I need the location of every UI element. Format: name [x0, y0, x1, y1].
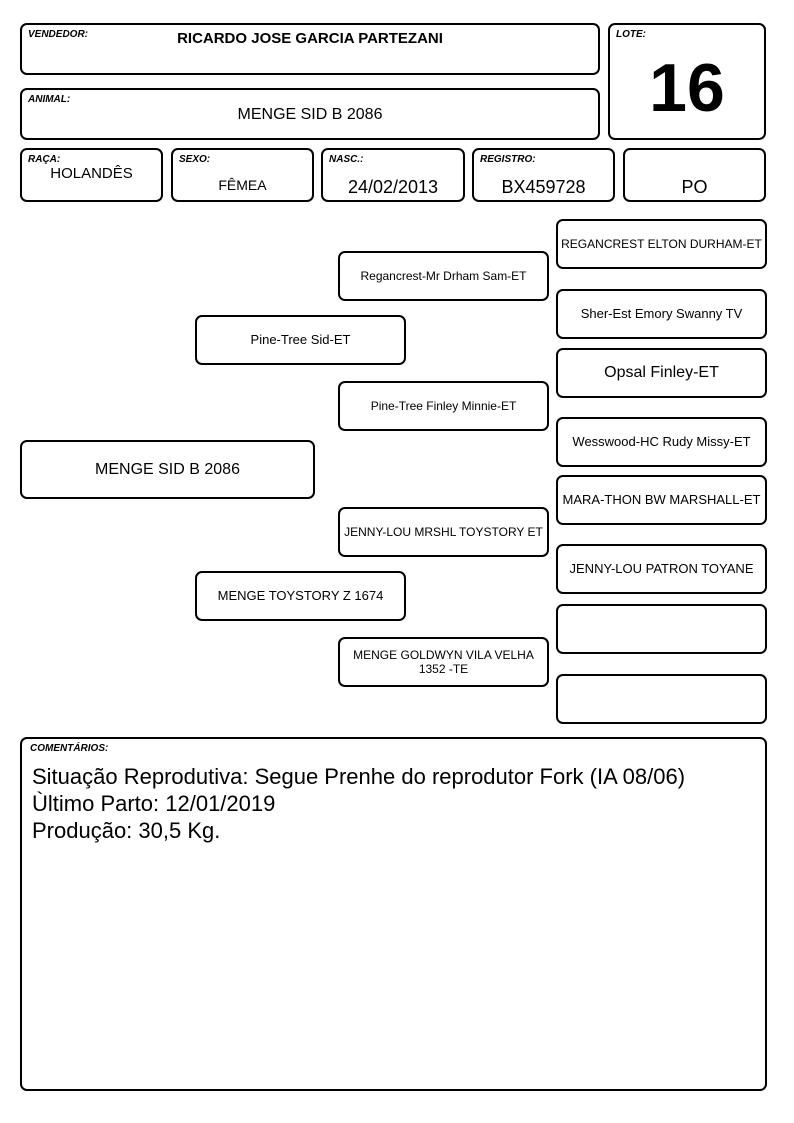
animal-box: ANIMAL: MENGE SID B 2086: [20, 88, 600, 140]
comment-line-production: Produção: 30,5 Kg.: [32, 818, 221, 843]
seller-label: VENDEDOR:: [28, 29, 89, 40]
pedigree-sire-sire: Regancrest-Mr Drham Sam-ET: [338, 251, 549, 301]
category-box: PO: [623, 148, 766, 202]
pedigree-ggp-3: Opsal Finley-ET: [556, 348, 767, 398]
sex-label: SEXO:: [179, 154, 211, 165]
birth-box: NASC.: 24/02/2013: [321, 148, 465, 202]
category-value: PO: [681, 177, 708, 197]
comments-label: COMENTÁRIOS:: [30, 743, 109, 754]
pedigree-ggp-7: [556, 604, 767, 654]
pedigree-ggp-6: JENNY-LOU PATRON TOYANE: [556, 544, 767, 594]
registry-box: REGISTRO: BX459728: [472, 148, 615, 202]
breed-box: RAÇA: HOLANDÊS: [20, 148, 163, 202]
comments-box: COMENTÁRIOS: Situação Reprodutiva: Segue…: [20, 737, 767, 1091]
birth-label: NASC.:: [329, 154, 364, 165]
comments-text: Situação Reprodutiva: Segue Prenhe do re…: [32, 763, 755, 844]
pedigree-ggp-2: Sher-Est Emory Swanny TV: [556, 289, 767, 339]
pedigree-sire-dam: Pine-Tree Finley Minnie-ET: [338, 381, 549, 431]
lot-label: LOTE:: [616, 29, 646, 40]
breed-value: HOLANDÊS: [50, 165, 133, 182]
pedigree-dam: MENGE TOYSTORY Z 1674: [195, 571, 406, 621]
animal-label: ANIMAL:: [28, 94, 71, 105]
comment-line-reproductive: Situação Reprodutiva: Segue Prenhe do re…: [32, 764, 686, 789]
registry-value: BX459728: [501, 177, 586, 197]
pedigree-animal: MENGE SID B 2086: [20, 440, 315, 499]
pedigree-dam-dam: MENGE GOLDWYN VILA VELHA 1352 -TE: [338, 637, 549, 687]
animal-name: MENGE SID B 2086: [237, 106, 383, 123]
breed-label: RAÇA:: [28, 154, 61, 165]
pedigree-sire: Pine-Tree Sid-ET: [195, 315, 406, 365]
lot-box: LOTE: 16: [608, 23, 766, 140]
registry-label: REGISTRO:: [480, 154, 536, 165]
pedigree-ggp-5: MARA-THON BW MARSHALL-ET: [556, 475, 767, 525]
pedigree-ggp-1: REGANCREST ELTON DURHAM-ET: [556, 219, 767, 269]
birth-value: 24/02/2013: [347, 177, 439, 197]
sex-value: FÊMEA: [218, 177, 267, 193]
lot-number: 16: [649, 50, 725, 126]
pedigree-dam-sire: JENNY-LOU MRSHL TOYSTORY ET: [338, 507, 549, 557]
seller-box: VENDEDOR: RICARDO JOSE GARCIA PARTEZANI: [20, 23, 600, 75]
sex-box: SEXO: FÊMEA: [171, 148, 314, 202]
comment-line-last-calving: Ùltimo Parto: 12/01/2019: [32, 791, 276, 816]
pedigree-ggp-4: Wesswood-HC Rudy Missy-ET: [556, 417, 767, 467]
pedigree-ggp-8: [556, 674, 767, 724]
seller-name: RICARDO JOSE GARCIA PARTEZANI: [177, 30, 443, 47]
